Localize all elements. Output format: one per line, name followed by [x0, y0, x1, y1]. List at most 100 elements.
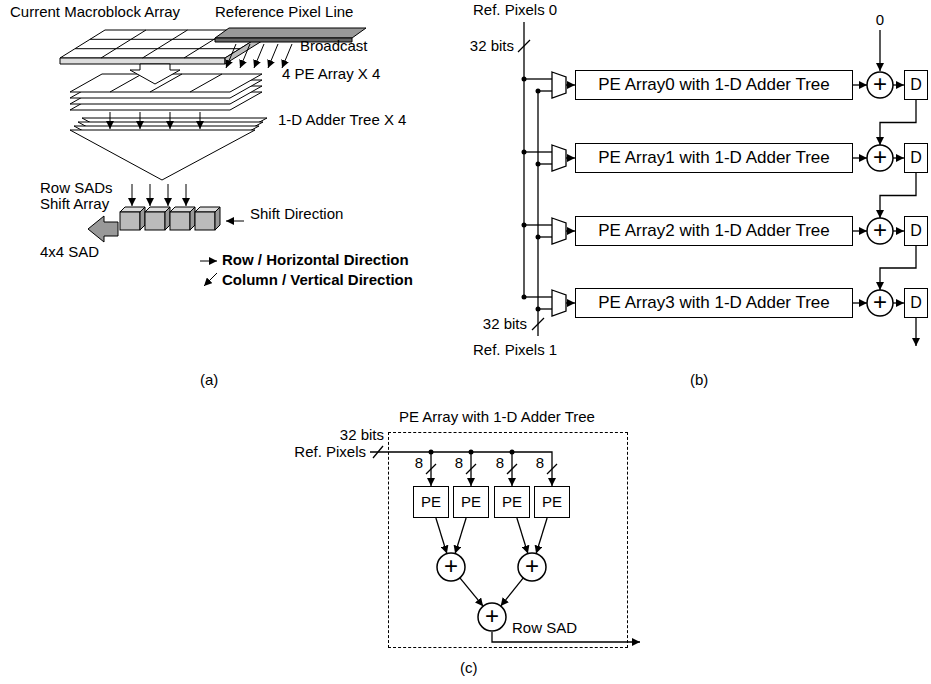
pe-array-group: PE Array with 1-D Adder TreePEPEPEPE+++ — [388, 432, 628, 648]
zero-input — [879, 30, 880, 71]
panel-label: (b) — [690, 372, 708, 389]
signal-connector — [893, 302, 904, 303]
shift-cell — [145, 212, 165, 230]
adder-circle: + — [866, 71, 894, 99]
broadcast-arrow — [282, 44, 292, 68]
signal-connector — [880, 100, 916, 145]
multiplexer — [552, 145, 566, 171]
grid-line — [75, 48, 240, 49]
part-label: Row SADs — [40, 180, 113, 197]
bus-width-mark — [532, 318, 544, 330]
sad-output-arrow — [88, 216, 118, 242]
signal-name: Ref. Pixels — [294, 444, 366, 461]
signal-connector — [517, 518, 528, 554]
signal-connector — [460, 578, 483, 606]
shift-direction-arrow — [226, 221, 244, 222]
node-label: PE Array2 with 1-D Adder Tree — [598, 222, 830, 241]
part-label: 4x4 SAD — [40, 244, 99, 261]
sad-output — [915, 318, 916, 346]
column-direction-arrow — [204, 273, 217, 286]
panel-label: (c) — [460, 660, 478, 677]
node-label: + — [873, 218, 887, 242]
node-label: PE Array0 with 1-D Adder Tree — [598, 76, 830, 95]
pe-array-box: PE Array2 with 1-D Adder Tree — [575, 216, 853, 246]
mux-input — [524, 296, 552, 297]
delay-register: D — [904, 70, 928, 100]
reference-pixel-line — [215, 28, 366, 38]
signal-connector — [853, 230, 867, 231]
circle-shape — [478, 603, 506, 631]
shift-cell — [165, 207, 170, 230]
bus-width: 32 bits — [470, 38, 514, 55]
node-label: + — [873, 72, 887, 96]
bus-width-mark — [466, 464, 476, 474]
junction-dot — [536, 235, 541, 240]
broadcast-arrow — [240, 44, 250, 68]
adder-circle: + — [436, 552, 466, 582]
direction-label: Column / Vertical Direction — [222, 272, 413, 289]
bus-width: 8 — [455, 455, 463, 472]
signal-name: Ref. Pixels 0 — [473, 2, 557, 19]
bus-width-mark — [518, 40, 530, 52]
circle-shape — [867, 72, 893, 98]
bus-wire — [523, 22, 524, 297]
signal-connector — [853, 157, 867, 158]
node-label: D — [910, 149, 922, 167]
delay-register: D — [904, 288, 928, 318]
node-label: + — [873, 145, 887, 169]
data-arrow — [110, 112, 111, 129]
multiplexer — [552, 290, 566, 316]
panel-label: (a) — [200, 372, 218, 389]
part-label: Current Macroblock Array — [10, 4, 180, 21]
mux-input — [524, 224, 552, 225]
node-label: + — [873, 290, 887, 314]
adder-circle: + — [517, 552, 547, 582]
data-arrow — [200, 112, 201, 129]
junction-dot — [522, 295, 527, 300]
junction-dot — [522, 223, 527, 228]
junction-dot — [469, 450, 474, 455]
row-sad-arrow — [168, 184, 169, 206]
node-label: + — [444, 554, 458, 578]
bus-width: 32 bits — [483, 316, 527, 333]
node-label: PE — [542, 494, 562, 511]
signal-connector — [880, 173, 916, 218]
signal-connector — [893, 84, 904, 85]
broadcast-arrow — [268, 44, 278, 68]
part-label: Reference Pixel Line — [215, 4, 353, 21]
node-label: D — [910, 222, 922, 240]
bus-width-mark — [373, 446, 383, 458]
signal-connector — [501, 578, 524, 606]
adder-circle: + — [477, 602, 507, 632]
node-label: PE — [421, 494, 441, 511]
mux-input — [524, 78, 552, 79]
delay-register: D — [904, 216, 928, 246]
part-label: 4 PE Array X 4 — [282, 66, 380, 83]
output-label: Row SAD — [512, 620, 577, 637]
grid-line — [143, 30, 188, 58]
node-label: + — [525, 554, 539, 578]
pe-box: PE — [534, 486, 570, 518]
shift-cell — [195, 212, 215, 230]
adder-circle: + — [866, 144, 894, 172]
data-arrow — [140, 112, 141, 129]
signal-connector — [853, 302, 867, 303]
junction-dot — [536, 162, 541, 167]
junction-dots — [522, 77, 541, 312]
delay-register: D — [904, 143, 928, 173]
pe-divider — [190, 74, 222, 92]
row-sad-arrow — [150, 184, 151, 206]
bus-width-mark — [547, 464, 557, 474]
signal-connector — [436, 518, 447, 554]
signal-name: Ref. Pixels 1 — [473, 342, 557, 359]
mux-output — [566, 157, 575, 158]
node-label: PE Array3 with 1-D Adder Tree — [598, 294, 830, 313]
bus-width: 8 — [496, 455, 504, 472]
junction-dot — [429, 450, 434, 455]
signal-connector — [893, 157, 904, 158]
bus-width: 8 — [415, 455, 423, 472]
row-sad-arrow — [132, 184, 133, 206]
pe-array-box: PE Array3 with 1-D Adder Tree — [575, 288, 853, 318]
